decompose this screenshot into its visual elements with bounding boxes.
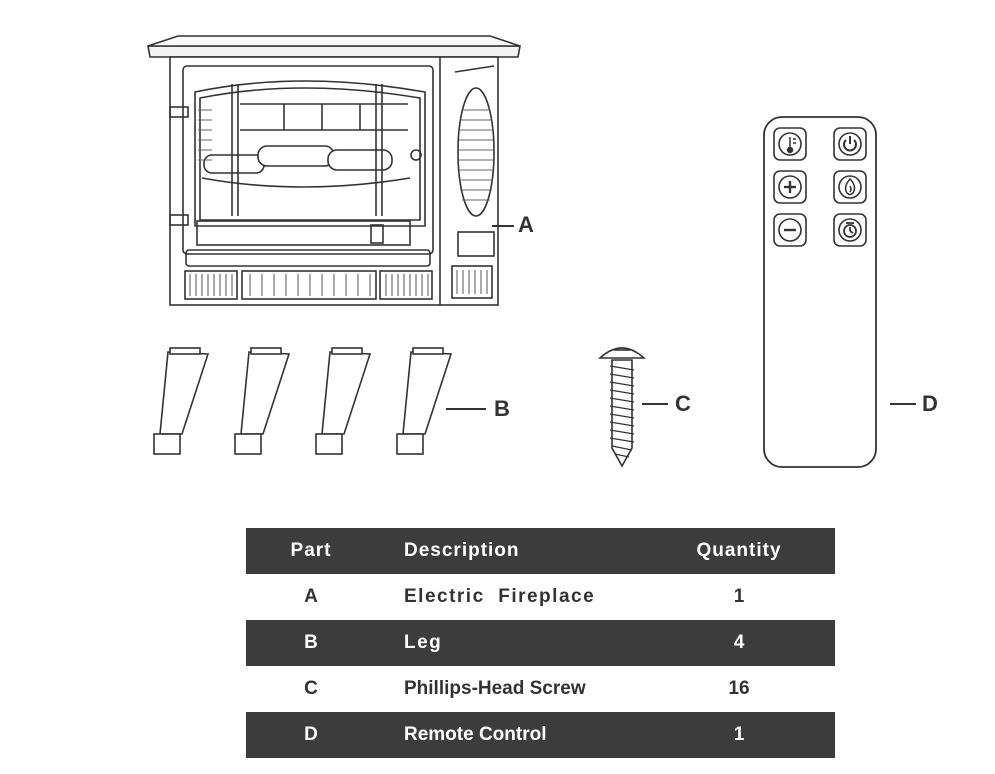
table-row: D Remote Control 1 <box>246 712 835 758</box>
row-part: C <box>304 678 318 699</box>
row-quantity: 4 <box>733 632 745 653</box>
leg-4 <box>396 347 453 455</box>
callout-d-label: D <box>922 391 938 416</box>
callout-a-label: A <box>518 212 534 237</box>
header-part: Part <box>290 540 332 561</box>
header-quantity: Quantity <box>696 540 782 561</box>
callout-b-leader <box>446 408 486 410</box>
callout-c-leader <box>642 403 668 405</box>
table-row: A Electric Fireplace 1 <box>246 574 835 620</box>
row-description: Remote Control <box>404 724 547 745</box>
parts-table: Part Description Quantity A Electric Fir… <box>246 528 835 758</box>
timer-icon <box>843 222 857 238</box>
row-description: Leg <box>404 632 443 653</box>
power-icon <box>843 136 857 152</box>
header-description: Description <box>404 540 520 561</box>
row-quantity: 1 <box>733 586 745 607</box>
plus-icon <box>784 181 796 193</box>
table-row: B Leg 4 <box>246 620 835 666</box>
row-part: B <box>304 632 318 653</box>
thermometer-icon <box>786 137 796 154</box>
table-row: C Phillips-Head Screw 16 <box>246 666 835 712</box>
row-quantity: 16 <box>728 678 750 699</box>
leg-2 <box>234 347 291 455</box>
leg-3 <box>315 347 372 455</box>
row-quantity: 1 <box>733 724 745 745</box>
callout-c-label: C <box>675 391 691 416</box>
leg-1 <box>153 347 210 455</box>
callout-b-label: B <box>494 396 510 421</box>
row-part: A <box>304 586 318 607</box>
callout-d-leader <box>890 403 916 405</box>
table-header-row: Part Description Quantity <box>246 528 835 574</box>
row-part: D <box>304 724 318 745</box>
flame-icon <box>844 177 856 196</box>
callout-a-leader <box>492 225 514 227</box>
row-description: Phillips-Head Screw <box>404 678 586 699</box>
row-description: Electric Fireplace <box>404 586 596 607</box>
